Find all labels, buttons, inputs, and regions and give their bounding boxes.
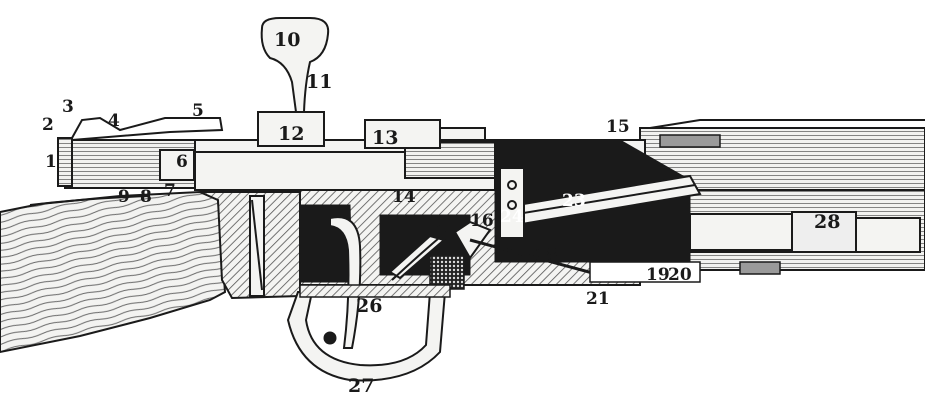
bolt-body [64, 139, 496, 191]
label-14: 14 [392, 187, 416, 207]
label-2: 2 [42, 115, 54, 135]
label-3: 3 [62, 97, 74, 117]
wooden-stock [0, 190, 227, 354]
label-1: 1 [45, 152, 57, 172]
label-5: 5 [192, 101, 204, 121]
stock-wrist-section [199, 191, 301, 300]
label-19: 19 [646, 265, 670, 285]
label-27: 27 [348, 375, 374, 397]
label-10: 10 [274, 29, 300, 51]
label-9: 9 [118, 187, 130, 207]
callout-labels: 1 2 3 4 5 6 7 8 9 10 11 12 13 15 14 16 1… [42, 29, 840, 397]
label-23: 23 [562, 191, 586, 211]
cocking-piece [364, 119, 486, 149]
label-7: 7 [164, 181, 176, 201]
label-12: 12 [278, 123, 304, 145]
trigger-mechanism [384, 167, 701, 290]
label-24: 24 [500, 207, 524, 227]
label-11: 11 [306, 71, 332, 93]
label-6: 6 [176, 152, 188, 172]
bolt-handle [257, 17, 330, 147]
label-13: 13 [372, 127, 398, 149]
label-8: 8 [140, 187, 152, 207]
label-16: 16 [470, 211, 494, 231]
label-15: 15 [606, 117, 630, 137]
bolt-head [57, 116, 224, 187]
label-28: 28 [814, 211, 840, 233]
magazine-tube [689, 211, 857, 253]
label-18: 18 [534, 245, 558, 265]
label-26: 26 [356, 295, 382, 317]
label-20: 20 [668, 265, 692, 285]
label-4: 4 [108, 111, 120, 131]
trigger-and-guard [286, 216, 451, 382]
label-21: 21 [586, 289, 610, 309]
